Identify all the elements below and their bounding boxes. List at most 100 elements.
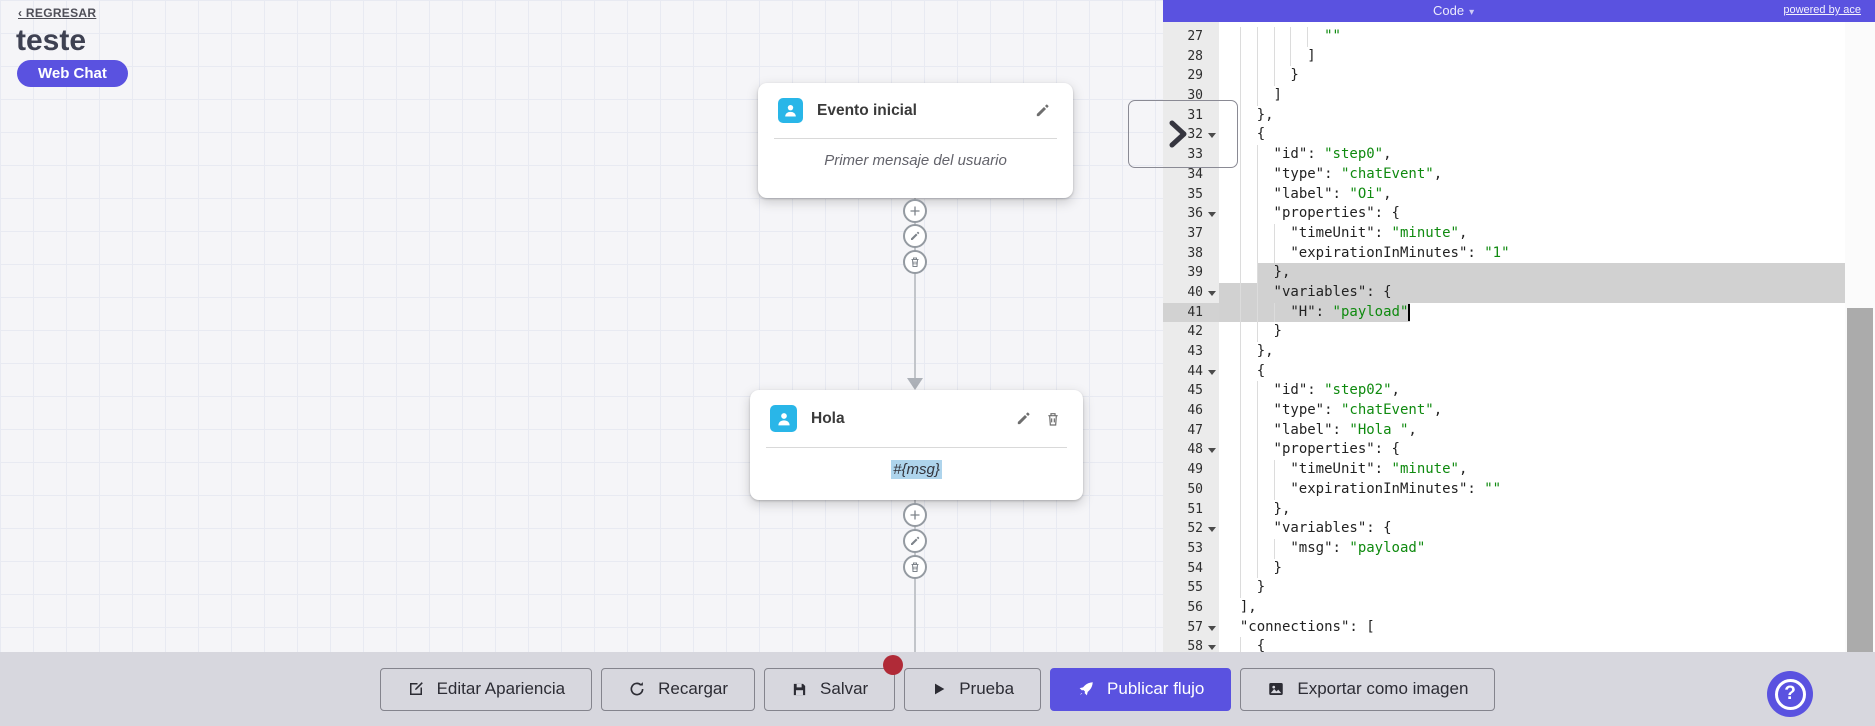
code-line[interactable]: 35 "label": "Oi", bbox=[1163, 185, 1845, 205]
powered-by-ace-link[interactable]: powered by ace bbox=[1783, 4, 1861, 16]
divider bbox=[774, 138, 1057, 139]
code-line[interactable]: 55 } bbox=[1163, 578, 1845, 598]
help-button[interactable]: ? bbox=[1767, 671, 1813, 717]
fold-toggle-icon[interactable] bbox=[1208, 212, 1216, 221]
code-line[interactable]: 46 "type": "chatEvent", bbox=[1163, 401, 1845, 421]
code-line[interactable]: 40 "variables": { bbox=[1163, 282, 1845, 303]
node-body-text: #{msg} bbox=[750, 460, 1083, 479]
code-line[interactable]: 49 "timeUnit": "minute", bbox=[1163, 460, 1845, 480]
fold-toggle-icon[interactable] bbox=[1208, 625, 1216, 635]
code-line[interactable]: 33 "id": "step0", bbox=[1163, 145, 1845, 165]
code-line[interactable]: 54 } bbox=[1163, 559, 1845, 579]
user-icon bbox=[778, 98, 803, 123]
code-line[interactable]: 31 }, bbox=[1163, 106, 1845, 126]
code-line[interactable]: 32 { bbox=[1163, 125, 1845, 145]
code-panel-header: Code▾ powered by ace bbox=[1163, 0, 1875, 22]
code-line[interactable]: 30 ] bbox=[1163, 86, 1845, 106]
code-panel[interactable]: 27 ""28 ]29 }30 ]31 },32 {33 "id": "step… bbox=[1163, 0, 1875, 652]
publish-flow-button[interactable]: Publicar flujo bbox=[1050, 667, 1232, 711]
code-line[interactable]: 42 } bbox=[1163, 322, 1845, 342]
code-line[interactable]: 34 "type": "chatEvent", bbox=[1163, 165, 1845, 185]
connector-line bbox=[914, 198, 916, 388]
line-number: 54 bbox=[1187, 560, 1203, 576]
code-line[interactable]: 52 "variables": { bbox=[1163, 519, 1845, 539]
code-line[interactable]: 44 { bbox=[1163, 362, 1845, 382]
node-evento-inicial[interactable]: Evento inicial Primer mensaje del usuari… bbox=[758, 83, 1073, 198]
export-image-button[interactable]: Exportar como imagen bbox=[1240, 667, 1496, 711]
edit-square-icon bbox=[409, 682, 423, 695]
line-number: 44 bbox=[1163, 362, 1219, 382]
line-number: 58 bbox=[1163, 637, 1219, 652]
code-text: }, bbox=[1223, 106, 1845, 126]
code-line[interactable]: 39 }, bbox=[1163, 263, 1845, 283]
fold-toggle-icon[interactable] bbox=[1208, 527, 1216, 536]
delete-step-button[interactable] bbox=[903, 250, 927, 274]
add-step-button[interactable] bbox=[903, 503, 927, 527]
line-number: 36 bbox=[1163, 204, 1219, 224]
test-button[interactable]: Prueba bbox=[904, 667, 1042, 711]
code-line[interactable]: 45 "id": "step02", bbox=[1163, 381, 1845, 401]
code-text: }, bbox=[1223, 263, 1845, 283]
divider bbox=[766, 447, 1067, 448]
add-step-button[interactable] bbox=[903, 199, 927, 223]
code-text: "properties": { bbox=[1223, 204, 1845, 224]
code-line[interactable]: 51 }, bbox=[1163, 500, 1845, 520]
code-line[interactable]: 43 }, bbox=[1163, 342, 1845, 362]
fold-toggle-icon[interactable] bbox=[1208, 290, 1216, 300]
text-selection bbox=[1256, 263, 1845, 283]
code-editor[interactable]: 27 ""28 ]29 }30 ]31 },32 {33 "id": "step… bbox=[1163, 22, 1845, 652]
line-number: 28 bbox=[1187, 48, 1203, 64]
scrollbar-thumb[interactable] bbox=[1847, 308, 1873, 652]
code-text: "timeUnit": "minute", bbox=[1223, 460, 1845, 480]
page-title: teste bbox=[16, 24, 87, 57]
back-link[interactable]: ‹ REGRESAR bbox=[18, 6, 97, 20]
code-line[interactable]: 36 "properties": { bbox=[1163, 204, 1845, 224]
code-text: { bbox=[1223, 125, 1845, 145]
fold-toggle-icon[interactable] bbox=[1208, 448, 1216, 457]
code-line[interactable]: 41 "H": "payload" bbox=[1163, 302, 1845, 323]
edit-node-icon[interactable] bbox=[1015, 410, 1032, 427]
reload-button[interactable]: Recargar bbox=[601, 667, 756, 711]
delete-step-button[interactable] bbox=[903, 555, 927, 579]
line-number: 55 bbox=[1187, 580, 1203, 596]
code-line[interactable]: 56 ], bbox=[1163, 598, 1845, 618]
code-mode-dropdown[interactable]: Code▾ bbox=[1433, 3, 1475, 18]
code-text: } bbox=[1223, 322, 1845, 342]
code-text: "type": "chatEvent", bbox=[1223, 165, 1845, 185]
code-line[interactable]: 27 "" bbox=[1163, 27, 1845, 47]
edit-step-button[interactable] bbox=[903, 529, 927, 553]
edit-node-icon[interactable] bbox=[1034, 102, 1051, 119]
line-number: 52 bbox=[1163, 519, 1219, 539]
collapse-code-panel-button[interactable] bbox=[1128, 100, 1238, 168]
chevron-down-icon: ▾ bbox=[1469, 7, 1475, 18]
code-line[interactable]: 53 "msg": "payload" bbox=[1163, 539, 1845, 559]
line-number: 51 bbox=[1187, 501, 1203, 517]
code-text: } bbox=[1223, 66, 1845, 86]
delete-node-icon[interactable] bbox=[1045, 411, 1061, 427]
fold-toggle-icon[interactable] bbox=[1208, 369, 1216, 379]
code-line[interactable]: 57 "connections": [ bbox=[1163, 618, 1845, 638]
code-line[interactable]: 50 "expirationInMinutes": "" bbox=[1163, 480, 1845, 500]
code-text: }, bbox=[1223, 342, 1845, 362]
code-line[interactable]: 37 "timeUnit": "minute", bbox=[1163, 224, 1845, 244]
code-line[interactable]: 58 { bbox=[1163, 637, 1845, 652]
line-number: 29 bbox=[1187, 68, 1203, 84]
fold-toggle-icon[interactable] bbox=[1208, 645, 1216, 652]
line-number: 56 bbox=[1187, 599, 1203, 615]
code-text: ], bbox=[1239, 598, 1257, 615]
code-line[interactable]: 29 } bbox=[1163, 66, 1845, 86]
edit-step-button[interactable] bbox=[903, 224, 927, 248]
code-line[interactable]: 48 "properties": { bbox=[1163, 440, 1845, 460]
node-hola[interactable]: Hola #{msg} bbox=[750, 390, 1083, 500]
code-line[interactable]: 28 ] bbox=[1163, 47, 1845, 67]
edit-appearance-button[interactable]: Editar Apariencia bbox=[379, 667, 593, 711]
code-line[interactable]: 47 "label": "Hola ", bbox=[1163, 421, 1845, 441]
line-number: 33 bbox=[1187, 147, 1203, 163]
code-line[interactable]: 38 "expirationInMinutes": "1" bbox=[1163, 244, 1845, 264]
line-number: 47 bbox=[1187, 422, 1203, 438]
line-number: 45 bbox=[1187, 383, 1203, 399]
save-button[interactable]: Salvar bbox=[764, 654, 904, 711]
flow-canvas[interactable]: ‹ REGRESAR teste Web Chat Evento inicial… bbox=[0, 0, 1163, 652]
fold-toggle-icon[interactable] bbox=[1208, 133, 1216, 142]
code-scrollbar[interactable] bbox=[1845, 22, 1875, 652]
